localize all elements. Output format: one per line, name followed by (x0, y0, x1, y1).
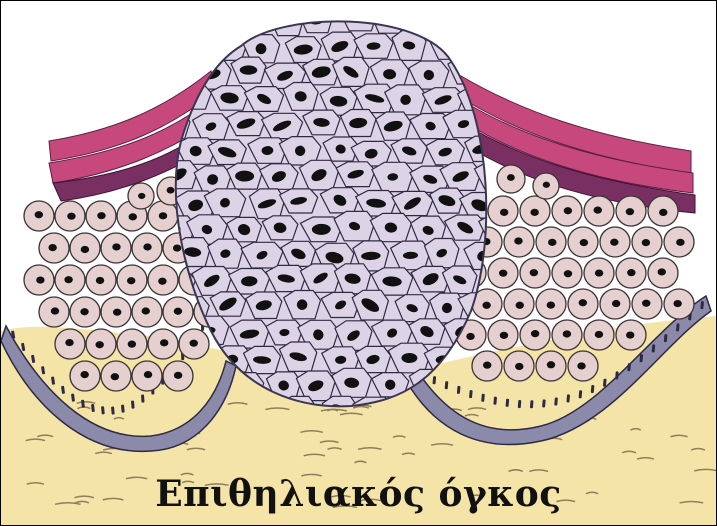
normal-cell (148, 265, 178, 295)
tumor-cell (224, 8, 263, 32)
normal-cell (39, 233, 69, 263)
normal-cell (568, 227, 598, 257)
tumor-cell (170, 35, 210, 59)
normal-cell (520, 258, 550, 288)
normal-cell (664, 289, 694, 319)
normal-cell (179, 329, 209, 359)
normal-cell (584, 320, 614, 350)
normal-cell (584, 258, 614, 288)
normal-cell (497, 165, 525, 193)
normal-cell (536, 351, 566, 381)
normal-cell (117, 265, 147, 295)
normal-cell (148, 329, 178, 359)
normal-cell (504, 351, 534, 381)
normal-cell (55, 201, 85, 231)
normal-cell (117, 329, 147, 359)
normal-cell (24, 201, 54, 231)
normal-cell (616, 196, 646, 226)
normal-cell (600, 227, 630, 257)
normal-cell (472, 351, 502, 381)
normal-cell (648, 258, 678, 288)
normal-cell (632, 289, 662, 319)
normal-cell (488, 196, 518, 226)
tumor-cell (493, 34, 535, 58)
tumor-cell (186, 9, 228, 38)
tumor-cell (481, 6, 517, 35)
basal-cell-nucleus (131, 401, 135, 409)
normal-cell (55, 329, 85, 359)
normal-cell (536, 227, 566, 257)
normal-cell (148, 201, 178, 231)
normal-cell (132, 297, 162, 327)
normal-cell (520, 196, 550, 226)
normal-cell (39, 297, 69, 327)
normal-cell (533, 173, 559, 199)
normal-cell (552, 320, 582, 350)
normal-cell (488, 258, 518, 288)
normal-cell (632, 227, 662, 257)
basal-cell-nucleus (141, 394, 145, 402)
normal-cell (132, 361, 162, 391)
muscle-layer-right (461, 76, 695, 213)
normal-cell (86, 329, 116, 359)
normal-cell (86, 201, 116, 231)
normal-cell (70, 297, 100, 327)
normal-cell (504, 289, 534, 319)
normal-cell (504, 227, 534, 257)
tumor-cell (479, 59, 514, 84)
normal-cell (552, 258, 582, 288)
normal-cell (163, 297, 193, 327)
normal-cell (648, 196, 678, 226)
normal-cell (536, 289, 566, 319)
normal-cell (664, 227, 694, 257)
normal-cell (552, 196, 582, 226)
normal-cell (86, 265, 116, 295)
normal-cell (101, 361, 131, 391)
normal-cell (101, 233, 131, 263)
normal-cell (488, 320, 518, 350)
normal-cell (132, 233, 162, 263)
normal-cell (101, 297, 131, 327)
tumor-cell (458, 30, 498, 59)
normal-cell (163, 361, 193, 391)
normal-cell (568, 289, 598, 319)
figure-caption: Επιθηλιακός όγκος (1, 473, 716, 515)
normal-cell (584, 196, 614, 226)
normal-cell (616, 320, 646, 350)
tumor-cell (158, 57, 194, 84)
normal-cell (70, 361, 100, 391)
normal-cell (128, 183, 154, 209)
normal-cell (55, 265, 85, 295)
normal-cell (520, 320, 550, 350)
normal-cell (70, 233, 100, 263)
tumor-cell (153, 6, 191, 34)
normal-cell (568, 351, 598, 381)
normal-cell (24, 265, 54, 295)
tumor-cell (446, 6, 485, 33)
normal-cell (600, 289, 630, 319)
normal-cell (616, 258, 646, 288)
